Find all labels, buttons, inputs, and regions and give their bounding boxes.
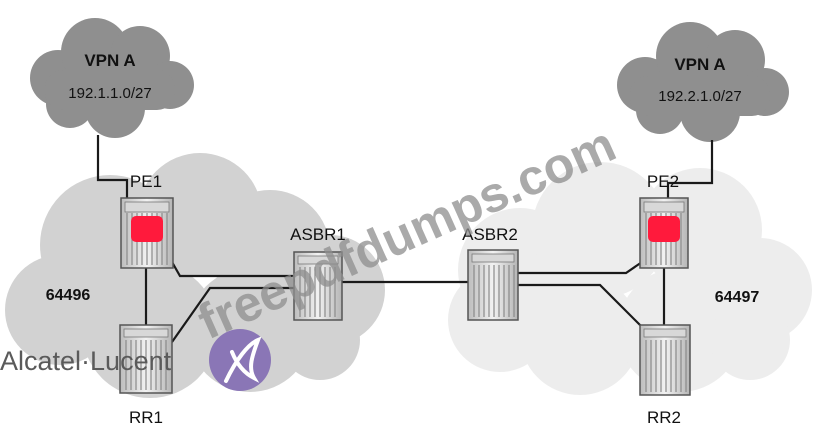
router-rr2[interactable] [639, 324, 691, 396]
label-asbr1: ASBR1 [290, 225, 346, 244]
label-rr2: RR2 [647, 408, 681, 427]
link-vpn-left-pe1 [96, 135, 129, 200]
pe1-indicator-light [131, 216, 163, 242]
as-number-right: 64497 [715, 289, 760, 306]
vpn-left-name: VPN A [84, 51, 135, 70]
link-rr1-asbr1 [171, 286, 296, 343]
label-rr1: RR1 [129, 408, 163, 427]
vpn-right-name: VPN A [674, 55, 725, 74]
router-asbr2[interactable] [467, 249, 519, 321]
pe2-indicator-light [648, 216, 680, 242]
link-asbr2-rr2 [517, 283, 646, 331]
label-pe2: PE2 [647, 172, 679, 191]
label-pe1: PE1 [130, 172, 162, 191]
link-vpn-right-pe2 [666, 140, 714, 200]
vpn-cloud-left [30, 18, 194, 138]
label-asbr2: ASBR2 [462, 225, 518, 244]
link-pe1-asbr1 [171, 261, 296, 278]
router-asbr1[interactable] [293, 251, 343, 321]
links [96, 135, 714, 343]
brand-logo-icon [209, 329, 271, 391]
router-pe1[interactable] [120, 197, 174, 269]
vpn-right-prefix: 192.2.1.0/27 [658, 88, 741, 105]
link-asbr2-pe2 [517, 261, 643, 275]
vpn-cloud-right [617, 22, 789, 142]
brand-wordmark: Alcatel·Lucent [0, 346, 172, 376]
router-rr1[interactable] [119, 324, 173, 394]
as-number-left: 64496 [46, 287, 91, 304]
vpn-left-prefix: 192.1.1.0/27 [68, 85, 151, 102]
router-pe2[interactable] [639, 197, 689, 269]
